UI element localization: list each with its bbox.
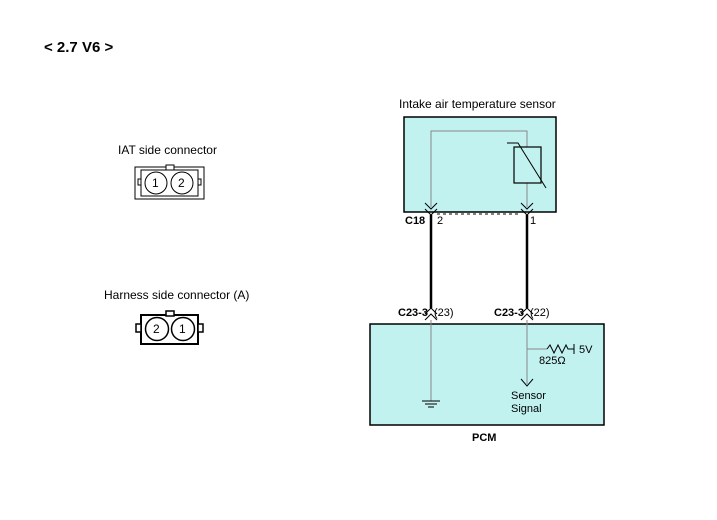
harness-pin-2: 2 — [153, 322, 160, 336]
sensor-signal-label-2: Signal — [511, 403, 542, 415]
pcm-internal-wiring — [430, 320, 547, 401]
pcm-label: PCM — [472, 432, 497, 444]
c18-pin-left: 2 — [437, 215, 444, 227]
resistor-value-label: 825Ω — [539, 355, 566, 367]
pcm-box — [369, 323, 605, 426]
harness-connector-label: Harness side connector (A) — [104, 288, 250, 302]
c23-right-name: C23-3 — [494, 307, 524, 319]
page-title: < 2.7 V6 > — [44, 39, 114, 56]
harness-connector-graphic — [135, 310, 204, 345]
supply-voltage-label: 5V — [579, 344, 593, 356]
ground-icon — [422, 400, 440, 408]
iat-connector-graphic — [134, 164, 205, 200]
c18-connector-name: C18 — [405, 215, 426, 227]
iat-pin-2: 2 — [178, 176, 185, 190]
sensor-label: Intake air temperature sensor — [399, 97, 556, 111]
c18-pin-right: 1 — [530, 215, 537, 227]
c23-left-name: C23-3 — [398, 307, 428, 319]
sensor-signal-label-1: Sensor — [511, 390, 546, 402]
signal-arrow-icon — [520, 378, 534, 387]
iat-pin-1: 1 — [152, 176, 159, 190]
sensor-internal-wiring — [430, 130, 528, 207]
c23-right-pin: (22) — [530, 307, 550, 319]
resistor-icon — [546, 343, 574, 355]
thermistor-symbol — [507, 142, 547, 189]
c23-terminal-arrows — [424, 307, 534, 321]
c23-left-pin: (23) — [434, 307, 454, 319]
harness-pin-1: 1 — [179, 322, 186, 336]
iat-connector-label: IAT side connector — [118, 143, 217, 157]
